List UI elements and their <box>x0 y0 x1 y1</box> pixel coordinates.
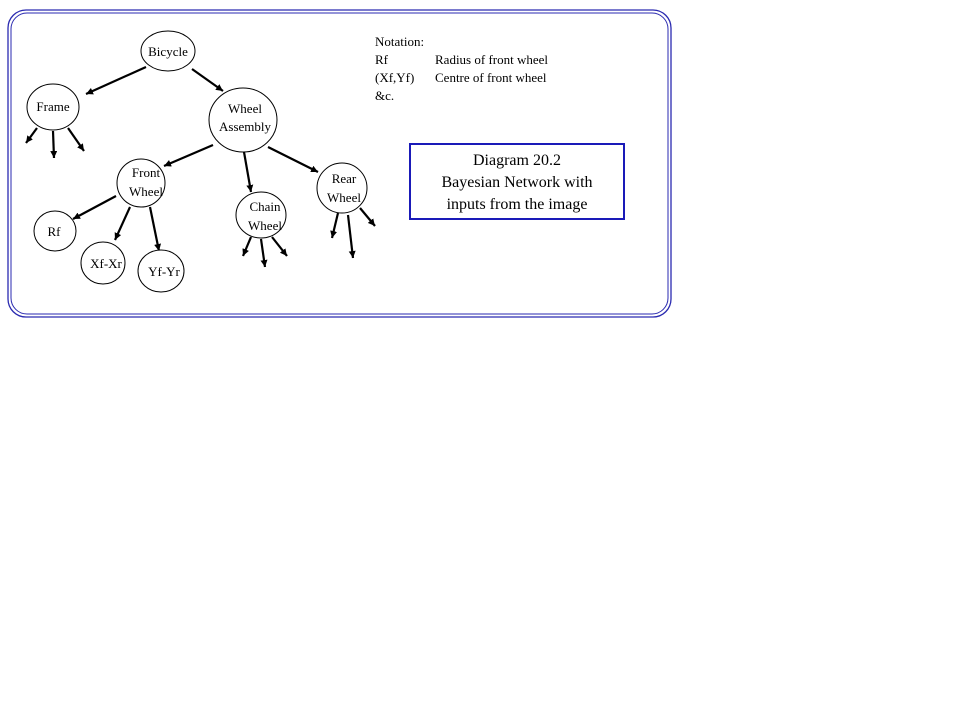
node-frame: Frame <box>26 83 80 131</box>
notation-value: Radius of front wheel <box>435 52 549 67</box>
edges <box>25 65 376 268</box>
edge-front-wheel-rf <box>72 195 117 220</box>
edge-chain-stub-3 <box>271 236 288 257</box>
edge-chain-stub-2 <box>259 238 268 268</box>
edge-rear-stub-3 <box>359 207 376 227</box>
edge-front-wheel-yf-yr <box>148 206 162 252</box>
notation-row: (Xf,Yf) Centre of front wheel <box>375 69 548 87</box>
notation-key: Rf <box>375 52 388 67</box>
node-xf-xr: Xf-Xr <box>80 241 126 285</box>
edge-frame-stub-3 <box>67 127 85 152</box>
edge-chain-stub-1 <box>241 236 253 257</box>
edge-bicycle-frame <box>85 65 147 96</box>
node-yf-yr-label: Yf-Yr <box>148 264 180 279</box>
node-front-wheel: Front Wheel <box>116 158 166 208</box>
edge-front-wheel-xf-xr <box>113 206 132 241</box>
edge-rear-stub-2 <box>346 214 356 259</box>
node-chain-wheel: Chain Wheel <box>235 191 287 239</box>
node-front-wheel-label-1: Front <box>132 165 161 180</box>
diagram-caption: Diagram 20.2 Bayesian Network with input… <box>409 143 625 220</box>
notation-row: Rf Radius of front wheel <box>375 51 548 69</box>
node-bicycle-label: Bicycle <box>148 44 188 59</box>
node-rf-label: Rf <box>48 224 62 239</box>
node-chain-wheel-label-1: Chain <box>249 199 281 214</box>
caption-line-2: Bayesian Network with <box>441 174 593 191</box>
notation-title: Notation: <box>375 34 425 49</box>
node-bicycle: Bicycle <box>140 30 196 72</box>
caption-line-1: Diagram 20.2 <box>473 152 561 169</box>
edge-frame-stub-2 <box>50 130 58 159</box>
notation-block: Notation: Rf Radius of front wheel (Xf,Y… <box>375 33 548 105</box>
node-rf: Rf <box>33 210 77 252</box>
node-wheel-assembly-label-2: Assembly <box>219 119 272 134</box>
edge-wheel-assembly-chain-wheel <box>242 151 254 193</box>
node-yf-yr: Yf-Yr <box>137 249 185 293</box>
edge-wheel-assembly-rear-wheel <box>267 146 319 173</box>
node-rear-wheel-label-1: Rear <box>332 171 357 186</box>
node-xf-xr-label: Xf-Xr <box>90 256 122 271</box>
node-chain-wheel-label-2: Wheel <box>248 218 282 233</box>
edge-wheel-assembly-front-wheel <box>163 143 214 168</box>
edge-frame-stub-1 <box>25 127 38 144</box>
node-frame-label: Frame <box>36 99 69 114</box>
node-front-wheel-label-2: Wheel <box>129 184 163 199</box>
node-rear-wheel: Rear Wheel <box>316 162 368 214</box>
node-wheel-assembly: Wheel Assembly <box>208 87 278 153</box>
outer-frame <box>7 9 672 318</box>
notation-value: Centre of front wheel <box>435 70 547 85</box>
caption-line-3: inputs from the image <box>446 196 588 213</box>
edge-rear-stub-1 <box>330 212 340 239</box>
notation-etc: &c. <box>375 88 395 103</box>
notation-key: (Xf,Yf) <box>375 70 415 85</box>
inner-frame <box>10 12 669 315</box>
node-wheel-assembly-label-1: Wheel <box>228 101 262 116</box>
node-rear-wheel-label-2: Wheel <box>327 190 361 205</box>
edge-bicycle-wheel-assembly <box>191 68 224 92</box>
